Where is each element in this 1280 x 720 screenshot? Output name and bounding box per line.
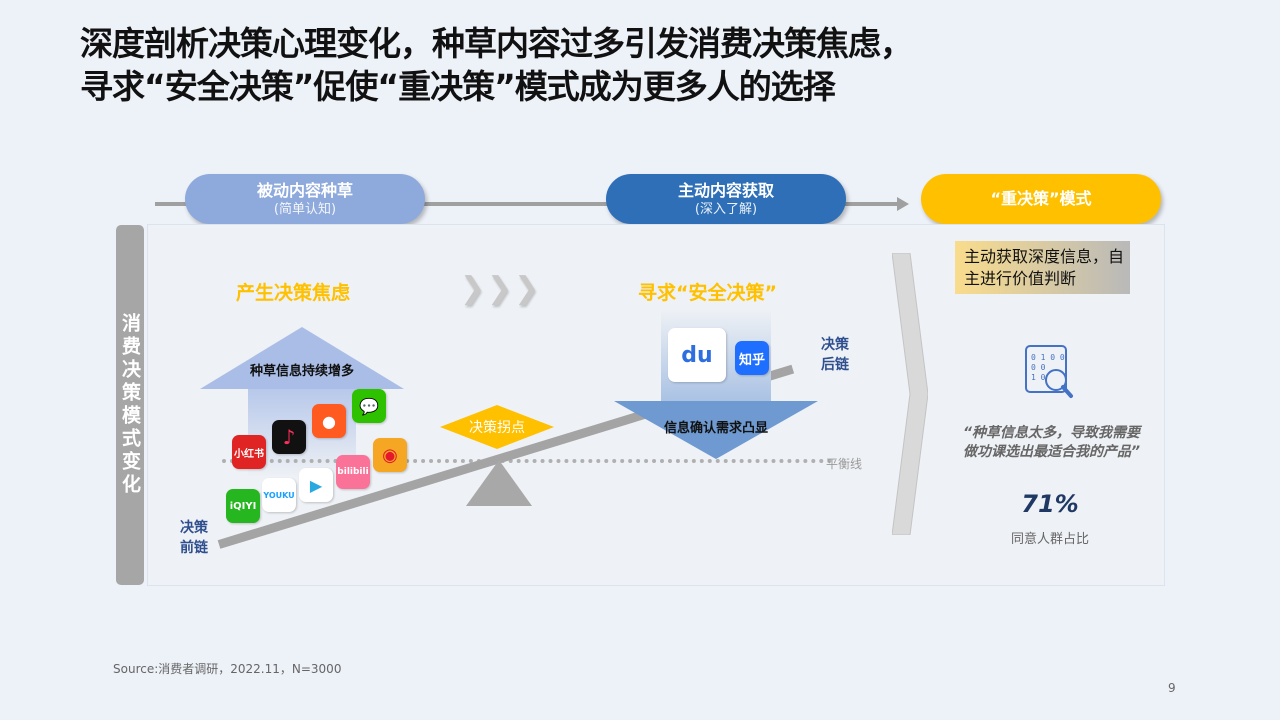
chain-label-line: 决策 (180, 520, 208, 536)
svg-text:1 0: 1 0 (1031, 373, 1046, 382)
wechat-icon: 💬 (352, 389, 386, 423)
chain-label-line: 决策 (821, 337, 849, 353)
percent-label: 同意人群占比 (1010, 532, 1089, 547)
stage-label: 被动内容种草 (256, 180, 353, 200)
weibo-icon: ◉ (373, 438, 407, 472)
stage-heavy-decision: “重决策”模式 (921, 174, 1161, 224)
stage-label: 主动内容获取 (677, 180, 774, 200)
stage-passive-content: 被动内容种草 (简单认知) (185, 174, 425, 224)
note-text: 主动获取深度信息，自主进行价值判断 (964, 247, 1125, 288)
timeline-line (155, 202, 900, 206)
youku-icon: YOUKU (262, 478, 296, 512)
down-arrow-icon (614, 401, 818, 459)
app-label: 小红书 (234, 448, 264, 460)
heading-decision-anxiety: 产生决策焦虑 (236, 282, 351, 304)
fulcrum-icon (466, 460, 532, 506)
title-line-1: 深度剖析决策心理变化，种草内容过多引发消费决策焦虑， (80, 24, 913, 63)
sidebar-text: 消费决策模式变化 (119, 313, 141, 497)
page-title: 深度剖析决策心理变化，种草内容过多引发消费决策焦虑， 寻求“安全决策”促使“重决… (80, 22, 913, 108)
stage-label: “重决策”模式 (990, 189, 1092, 208)
source-note: Source:消费者调研，2022.11，N=3000 (113, 662, 342, 676)
pivot-label: 决策拐点 (469, 420, 525, 436)
bilibili-icon: bilibili (336, 455, 370, 489)
quote-text: “种草信息太多，导致我需要做功课选出最适合我的产品” (963, 425, 1141, 460)
heading-safe-decision: 寻求“安全决策” (638, 282, 777, 304)
stage-sub: (简单认知) (273, 201, 337, 217)
data-search-icon: 0 1 0 0 0 0 1 0 (1025, 345, 1073, 398)
big-chevron-icon (892, 253, 928, 535)
sidebar-label: 消费决策模式变化 (116, 225, 144, 585)
decision-front-chain-label: 决策 前链 (180, 518, 208, 558)
svg-text:0 1 0 0: 0 1 0 0 (1031, 353, 1065, 362)
zhihu-icon: 知乎 (735, 341, 769, 375)
chevron-icon: ❯ (460, 271, 486, 306)
stage-sub: (深入了解) (694, 201, 758, 217)
up-arrow-icon (200, 327, 404, 389)
chain-label-line: 后链 (821, 357, 849, 373)
xiaohongshu-icon: 小红书 (232, 435, 266, 469)
app-label: 知乎 (738, 352, 765, 368)
chevron-icon: ❯ (514, 271, 540, 306)
stage-active-content: 主动内容获取 (深入了解) (606, 174, 846, 224)
kuaishou-icon: ● (312, 404, 346, 438)
balance-label: 平衡线 (826, 457, 863, 471)
down-arrow-label: 信息确认需求凸显 (663, 421, 768, 436)
page-number: 9 (1168, 681, 1176, 695)
chain-label-line: 前链 (180, 540, 208, 556)
note-highlight (955, 241, 1130, 294)
tencent-video-icon: ▶ (299, 468, 333, 502)
percent-value: 71% (1021, 490, 1079, 518)
up-arrow-label: 种草信息持续增多 (249, 364, 354, 379)
douyin-icon: ♪ (272, 420, 306, 454)
timeline-arrow-icon (897, 197, 909, 211)
decision-back-chain-label: 决策 后链 (821, 335, 849, 375)
svg-text:0 0: 0 0 (1031, 363, 1046, 372)
chevron-icon: ❯ (487, 271, 513, 306)
title-line-2: 寻求“安全决策”促使“重决策”模式成为更多人的选择 (80, 67, 836, 106)
baidu-icon: du (668, 328, 726, 382)
progress-chevrons-icon: ❯ ❯ ❯ (460, 272, 539, 306)
iqiyi-icon: iQIYI (226, 489, 260, 523)
